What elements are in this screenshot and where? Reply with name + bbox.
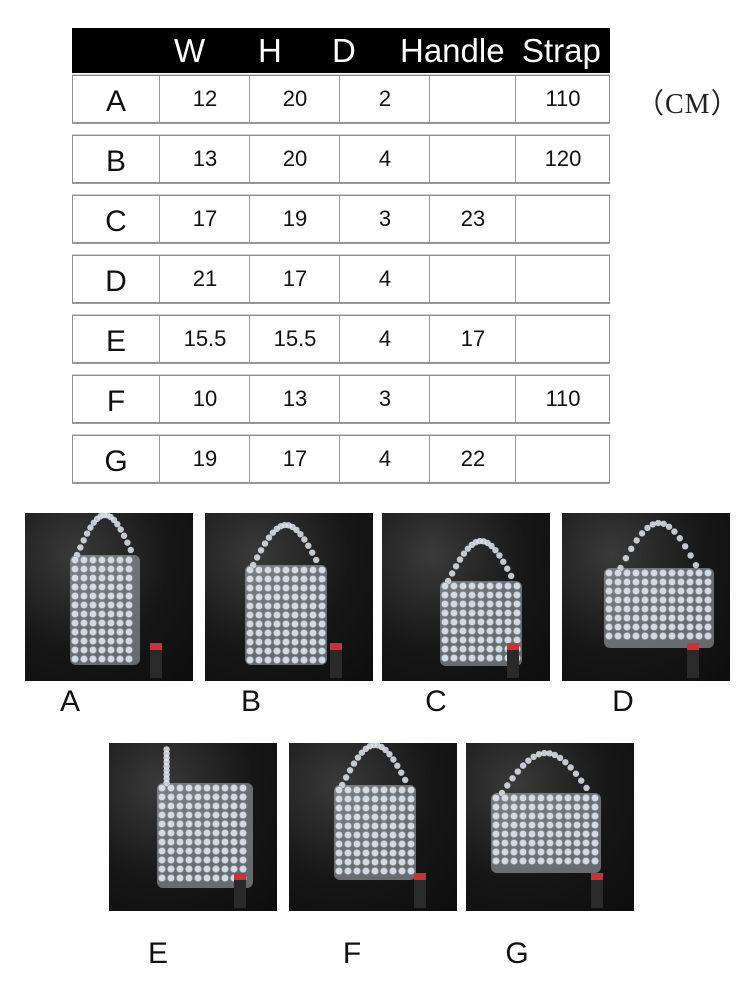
bead-bag-illustration bbox=[70, 513, 162, 678]
cell-variant: B bbox=[105, 145, 126, 178]
bead-bag-illustration bbox=[334, 743, 426, 908]
bead-bag-illustration bbox=[440, 537, 522, 678]
cell-handle bbox=[429, 136, 516, 182]
bead-bag-illustration bbox=[157, 746, 253, 908]
cell-height: 17 bbox=[249, 436, 340, 482]
photo-label: D bbox=[612, 685, 634, 718]
product-photo bbox=[382, 513, 550, 681]
header-strap: Strap bbox=[522, 32, 601, 69]
cell-variant: C bbox=[105, 205, 127, 238]
product-photo bbox=[289, 743, 457, 911]
cell-width: 10 bbox=[159, 376, 250, 422]
header-w: W bbox=[174, 32, 206, 69]
cell-depth: 3 bbox=[339, 196, 430, 242]
product-photo bbox=[562, 513, 730, 681]
table-header: W H D Handle Strap bbox=[72, 28, 610, 73]
cell-strap: 110 bbox=[515, 76, 610, 122]
header-handle: Handle bbox=[400, 32, 505, 69]
cell-height: 17 bbox=[249, 256, 340, 302]
product-photo bbox=[466, 743, 634, 911]
cell-depth: 3 bbox=[339, 376, 430, 422]
photo-label: F bbox=[342, 937, 362, 970]
cell-strap bbox=[515, 196, 610, 242]
cell-strap bbox=[515, 436, 610, 482]
photo-label: G bbox=[505, 937, 529, 970]
bead-bag-illustration bbox=[491, 749, 603, 908]
cell-handle bbox=[429, 256, 516, 302]
photo-label: C bbox=[425, 685, 447, 718]
cell-variant: G bbox=[104, 445, 128, 478]
cell-height: 20 bbox=[249, 76, 340, 122]
cell-variant: D bbox=[105, 265, 127, 298]
cell-width: 12 bbox=[159, 76, 250, 122]
cell-handle: 23 bbox=[429, 196, 516, 242]
bead-bag-illustration bbox=[245, 521, 342, 678]
cell-width: 21 bbox=[159, 256, 250, 302]
cell-width: 19 bbox=[159, 436, 250, 482]
cell-handle bbox=[429, 376, 516, 422]
cell-strap bbox=[515, 316, 610, 362]
cell-height: 13 bbox=[249, 376, 340, 422]
cell-depth: 2 bbox=[339, 76, 430, 122]
photo-label: B bbox=[240, 685, 261, 718]
cell-width: 15.5 bbox=[159, 316, 250, 362]
cell-handle bbox=[429, 76, 516, 122]
product-photo bbox=[109, 743, 277, 911]
cell-width: 17 bbox=[159, 196, 250, 242]
cell-strap bbox=[515, 256, 610, 302]
product-photo bbox=[205, 513, 373, 681]
header-d: D bbox=[332, 32, 356, 69]
cell-handle: 22 bbox=[429, 436, 516, 482]
cell-strap: 110 bbox=[515, 376, 610, 422]
cell-variant: A bbox=[105, 85, 126, 118]
header-h: H bbox=[258, 32, 282, 69]
unit-label: （CM） bbox=[636, 89, 740, 120]
cell-height: 20 bbox=[249, 136, 340, 182]
cell-depth: 4 bbox=[339, 436, 430, 482]
cell-strap: 120 bbox=[515, 136, 610, 182]
bead-bag-illustration bbox=[604, 519, 714, 678]
cell-variant: E bbox=[105, 325, 126, 358]
photo-label: A bbox=[59, 685, 80, 718]
cell-depth: 4 bbox=[339, 316, 430, 362]
cell-depth: 4 bbox=[339, 256, 430, 302]
product-photo bbox=[25, 513, 193, 681]
cell-height: 15.5 bbox=[249, 316, 340, 362]
cell-handle: 17 bbox=[429, 316, 516, 362]
cell-depth: 4 bbox=[339, 136, 430, 182]
cell-variant: F bbox=[106, 385, 126, 418]
cell-height: 19 bbox=[249, 196, 340, 242]
photo-label: E bbox=[147, 937, 168, 970]
cell-width: 13 bbox=[159, 136, 250, 182]
